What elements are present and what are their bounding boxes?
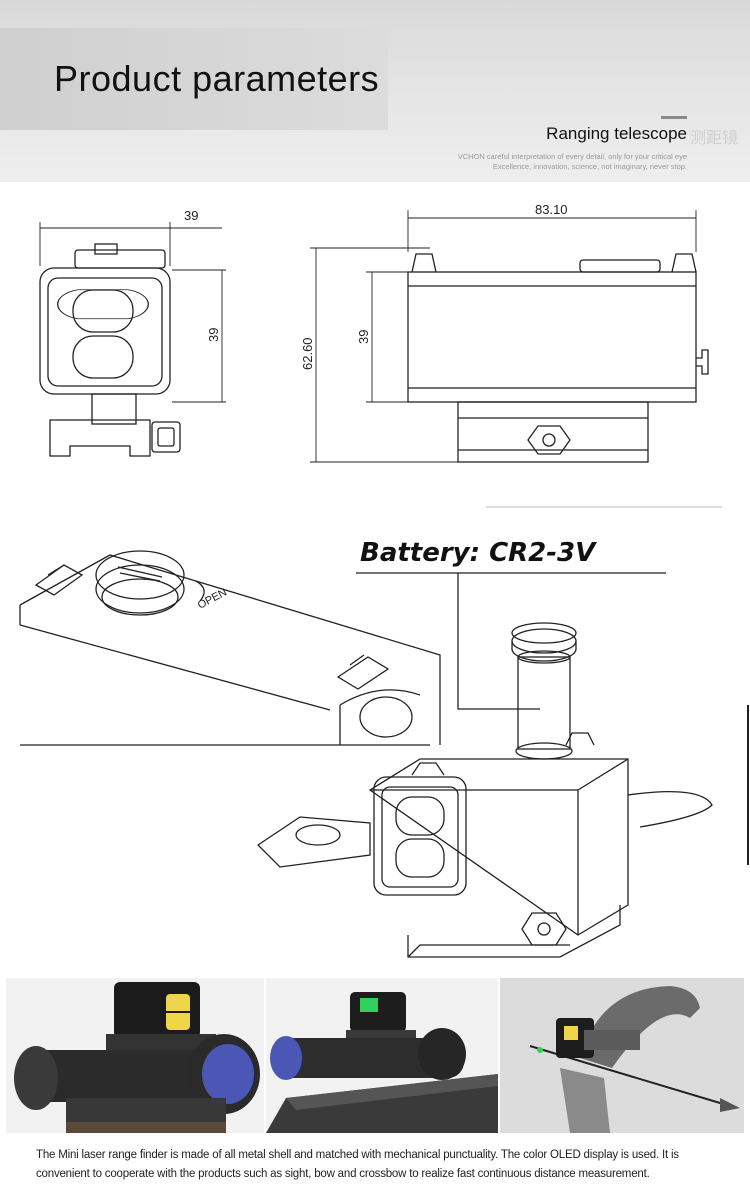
usage-photos	[0, 978, 750, 1133]
battery-label: Battery: CR2-3V	[360, 538, 597, 568]
header-banner: Product parameters Ranging telescope 测距镜…	[0, 0, 750, 182]
photo-rifle	[266, 978, 498, 1133]
page-title: Product parameters	[54, 58, 380, 99]
page-subtitle: Ranging telescope	[546, 124, 687, 143]
front-height-label: 39	[206, 328, 221, 342]
product-description: The Mini laser range finder is made of a…	[36, 1149, 679, 1180]
dimension-drawing: 39 39 83.10 62.60 39	[39, 202, 709, 463]
side-length-label: 83.10	[535, 202, 568, 217]
front-width-label: 39	[184, 208, 198, 223]
side-view	[407, 253, 709, 463]
rangefinder-illustration	[256, 622, 713, 958]
subtitle-accent-bar	[661, 116, 687, 119]
side-total-height-label: 62.60	[300, 337, 315, 370]
title-panel	[0, 28, 388, 130]
brand-tagline: VCHON careful interpretation of every de…	[457, 152, 687, 171]
battery-diagram: Battery: CR2-3V OPEN	[19, 506, 749, 958]
front-view	[39, 243, 181, 457]
battery-cap-closeup	[19, 550, 441, 746]
subtitle-watermark: 测距镜	[690, 130, 739, 147]
photo-riflescope	[6, 978, 264, 1133]
side-body-height-label: 39	[356, 330, 371, 344]
photo-bow	[500, 978, 744, 1133]
open-label: OPEN	[196, 586, 229, 611]
